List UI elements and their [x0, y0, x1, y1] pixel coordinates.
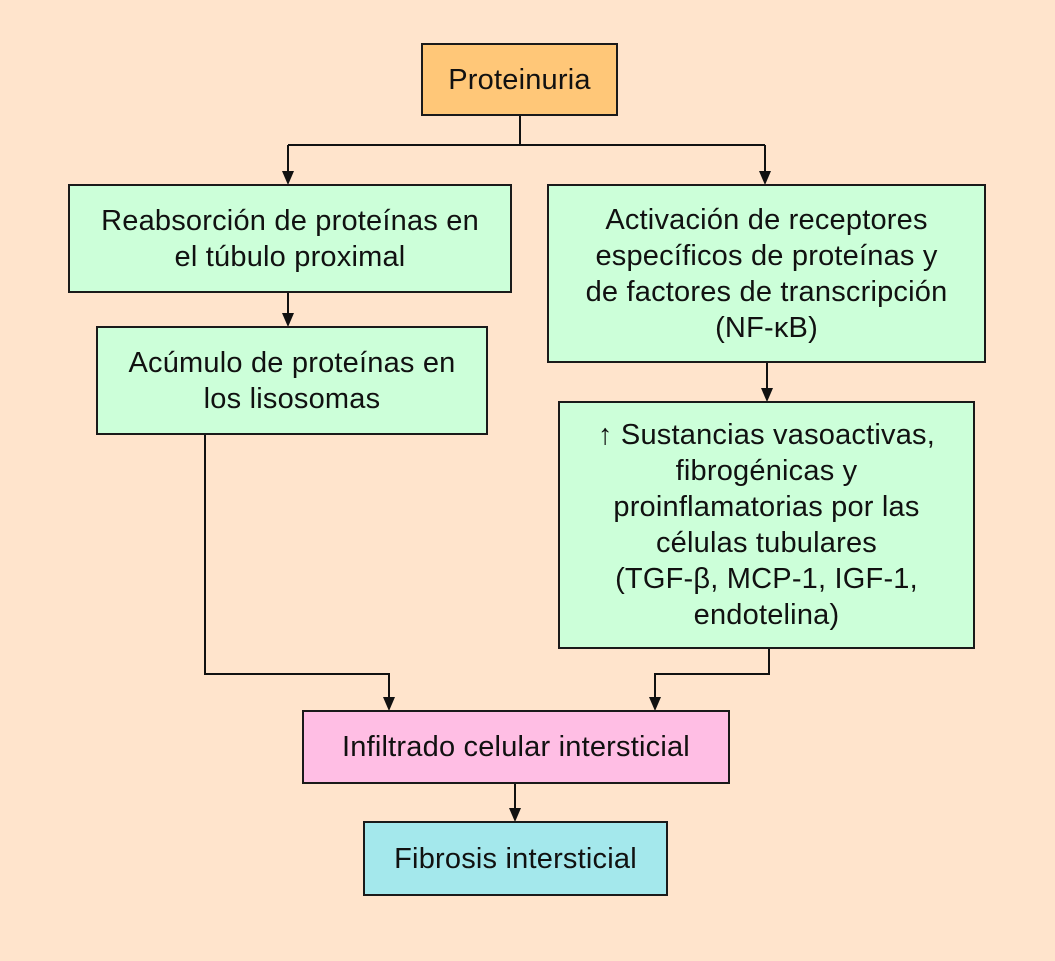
arrow-acumulo-to-infiltrado: [383, 697, 395, 711]
node-activacion-label: Activación de receptores específicos de …: [585, 203, 948, 344]
arrow-to-acumulo: [282, 313, 294, 327]
arrow-to-sustancias: [761, 388, 773, 402]
connector-acumulo-infiltrado: [204, 435, 390, 698]
arrow-to-fibrosis: [509, 808, 521, 822]
node-reabsorcion-label: Reabsorción de proteínas en el túbulo pr…: [101, 204, 479, 273]
node-acumulo: Acúmulo de proteínas en los lisosomas: [96, 326, 488, 435]
node-fibrosis: Fibrosis intersticial: [363, 821, 668, 896]
node-infiltrado: Infiltrado celular intersticial: [302, 710, 730, 784]
connector-proteinuria-split: [287, 116, 766, 172]
node-acumulo-label: Acúmulo de proteínas en los lisosomas: [128, 346, 456, 415]
arrow-to-reabsorcion: [282, 171, 294, 185]
arrow-sustancias-to-infiltrado: [649, 697, 661, 711]
node-fibrosis-label: Fibrosis intersticial: [394, 842, 637, 875]
node-proteinuria: Proteinuria: [421, 43, 618, 116]
node-activacion: Activación de receptores específicos de …: [547, 184, 986, 363]
node-sustancias-label: ↑ Sustancias vasoactivas, fibrogénicas y…: [597, 419, 936, 631]
node-sustancias: ↑ Sustancias vasoactivas, fibrogénicas y…: [558, 401, 975, 649]
connector-sustancias-infiltrado: [654, 649, 770, 698]
node-proteinuria-label: Proteinuria: [448, 63, 591, 96]
arrow-to-activacion: [759, 171, 771, 185]
node-infiltrado-label: Infiltrado celular intersticial: [342, 731, 690, 763]
node-reabsorcion: Reabsorción de proteínas en el túbulo pr…: [68, 184, 512, 293]
